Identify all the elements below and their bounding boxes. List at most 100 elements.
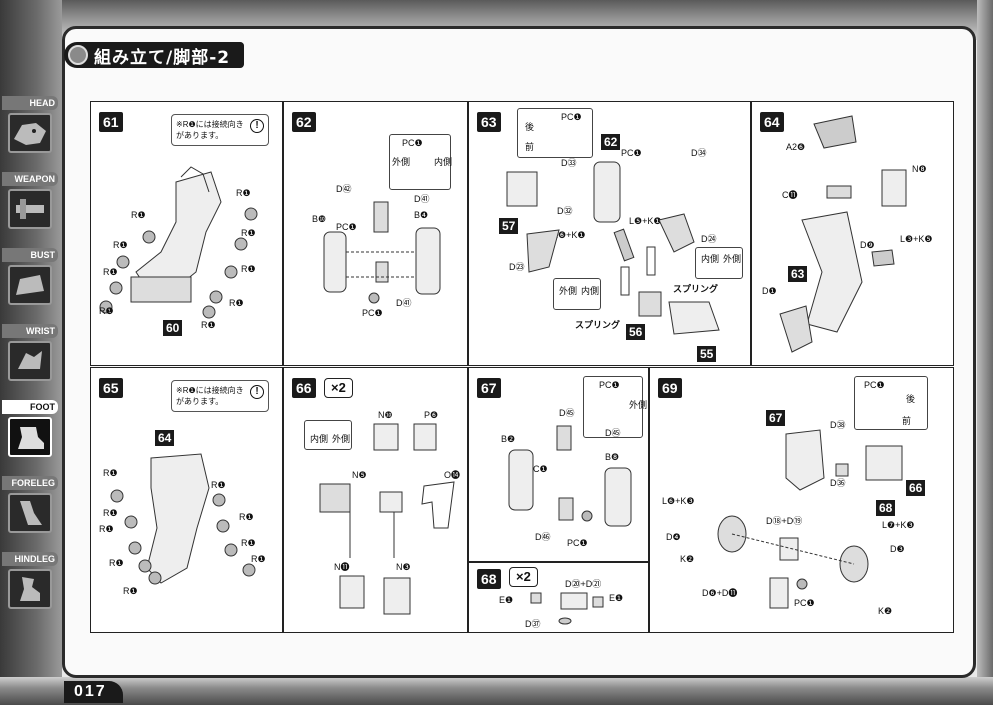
sidebar-item-label: FOOT <box>2 400 58 414</box>
part-label: D㊲ <box>525 619 541 629</box>
pc-label: PC❶ <box>336 222 357 232</box>
part-label: O⓮ <box>444 470 461 480</box>
part-label: N❺ <box>352 470 367 480</box>
part-label: R❶ <box>241 264 256 274</box>
step-67: 67 PC❶ 外側 D㊺ D㊺ B❷ PC❶ B❽ D㊻ PC❶ <box>468 367 649 562</box>
section-title-bar: 組み立て/脚部-2 <box>64 42 244 68</box>
pc-label: PC❶ <box>362 308 383 318</box>
part-label: L❻+K❸ <box>662 496 695 506</box>
front-label: 前 <box>525 142 535 152</box>
part-label: N❽ <box>912 164 927 174</box>
part-label: D❹ <box>666 532 681 542</box>
hip-joint-illustration <box>323 201 441 304</box>
sub-assembly-badge: 68 <box>876 500 896 516</box>
part-label: D❻+D⓫ <box>702 588 738 598</box>
pc-label: PC❶ <box>621 148 642 158</box>
sub-assembly-badge: 60 <box>163 320 183 336</box>
orientation-detail-box <box>389 134 451 190</box>
part-label: N⓫ <box>334 562 350 572</box>
sidebar-item-hindleg[interactable]: HINDLEG <box>2 552 58 609</box>
sidebar-item-label: WEAPON <box>2 172 58 186</box>
front-label: 前 <box>902 416 912 426</box>
frame-right <box>977 0 993 705</box>
sidebar-item-weapon[interactable]: WEAPON <box>2 172 58 229</box>
part-label: R❶ <box>109 558 124 568</box>
sub-assembly-badge: 63 <box>788 266 808 282</box>
foot-final-illustration <box>717 429 903 609</box>
part-label: R❶ <box>99 524 114 534</box>
part-label: C⓫ <box>782 190 798 200</box>
spring-label: スプリング <box>673 284 719 294</box>
sidebar-item-label: HINDLEG <box>2 552 58 566</box>
sidebar-item-foot[interactable]: FOOT <box>2 400 58 457</box>
bust-thumbnail-icon <box>8 265 52 305</box>
part-label: N❿ <box>378 410 393 420</box>
part-label: R❶ <box>103 508 118 518</box>
note-text: ※R❶には接続向きがあります。 <box>176 386 244 406</box>
knee-assembly-illustration <box>506 161 720 335</box>
step-number: 67 <box>477 378 501 398</box>
page-title: 組み立て/脚部-2 <box>94 47 231 68</box>
part-label: D㊺ <box>605 428 621 438</box>
part-label: R❶ <box>103 468 118 478</box>
inner-label: 内側 <box>701 254 720 264</box>
joint-direction-note: ※R❶には接続向きがあります。 ! <box>171 380 269 412</box>
foot-thumbnail-icon <box>8 417 52 457</box>
outer-label: 外側 <box>723 254 742 264</box>
part-label: N❸ <box>396 562 411 572</box>
part-label: A2❻ <box>786 142 806 152</box>
part-label: D㉓ <box>509 262 525 272</box>
sidebar-item-foreleg[interactable]: FORELEG <box>2 476 58 533</box>
part-label: P❻ <box>424 410 439 420</box>
part-label: D㊶ <box>414 194 430 204</box>
outer-label: 外側 <box>392 157 411 167</box>
wrist-thumbnail-icon <box>8 341 52 381</box>
step-number: 64 <box>760 112 784 132</box>
part-label: D㊻ <box>535 532 551 542</box>
pc-label: PC❶ <box>402 138 423 148</box>
orientation-detail-box <box>854 376 928 430</box>
inner-label: 内側 <box>581 286 600 296</box>
part-label: R❶ <box>239 512 254 522</box>
note-text: ※R❶には接続向きがあります。 <box>176 120 244 140</box>
part-label: L❺+K❶ <box>629 216 662 226</box>
part-label: B❽ <box>605 452 620 462</box>
multiplier-badge: ×2 <box>509 567 538 587</box>
outer-label: 外側 <box>332 434 351 444</box>
part-label: D㉜ <box>557 206 573 216</box>
part-label: R❶ <box>103 267 118 277</box>
step-number: 62 <box>292 112 316 132</box>
step-number: 69 <box>658 378 682 398</box>
step-62: 62 PC❶ 外側 内側 D㊷ D㊶ B❿ B❹ PC❶ D㊶ PC❶ <box>283 101 468 366</box>
step-number: 68 <box>477 569 501 589</box>
outer-label: 外側 <box>559 286 578 296</box>
step-66: 66 ×2 内側 外側 N❿ P❻ N❺ O⓮ N⓫ N❸ <box>283 367 468 633</box>
frame-bottom <box>0 677 993 705</box>
weapon-thumbnail-icon <box>8 189 52 229</box>
part-label: R❶ <box>241 538 256 548</box>
step-63: 63 PC❶ 後 前 D㉝ PC❶ D㉞ D㉜ L❺+K❶ L❻+K❶ D㉔ D… <box>468 101 751 366</box>
inner-label: 内側 <box>434 157 453 167</box>
part-label: R❶ <box>201 320 216 330</box>
back-label: 後 <box>906 394 916 404</box>
inner-outer-box <box>695 247 743 279</box>
part-label: D㊺ <box>559 408 575 418</box>
sidebar-item-head[interactable]: HEAD <box>2 96 58 153</box>
sidebar-item-bust[interactable]: BUST <box>2 248 58 305</box>
sub-assembly-badge: 66 <box>906 480 926 496</box>
sub-assembly-badge: 67 <box>766 410 786 426</box>
outer-label: 外側 <box>629 400 648 410</box>
part-label: B❿ <box>312 214 327 224</box>
sidebar-item-wrist[interactable]: WRIST <box>2 324 58 381</box>
sub-assembly-badge: 57 <box>499 218 519 234</box>
part-label: B❷ <box>501 434 516 444</box>
part-label: E❶ <box>499 595 514 605</box>
back-label: 後 <box>525 122 535 132</box>
sidebar-item-label: FORELEG <box>2 476 58 490</box>
part-label: D㉔ <box>701 234 717 244</box>
step-61: 61 ※R❶には接続向きがあります。 ! R❶ R❶ R❶ R❶ R❶ R❶ R… <box>90 101 283 366</box>
head-thumbnail-icon <box>8 113 52 153</box>
sub-assembly-badge: 62 <box>601 134 621 150</box>
step-number: 66 <box>292 378 316 398</box>
sub-assembly-badge: 55 <box>697 346 717 362</box>
